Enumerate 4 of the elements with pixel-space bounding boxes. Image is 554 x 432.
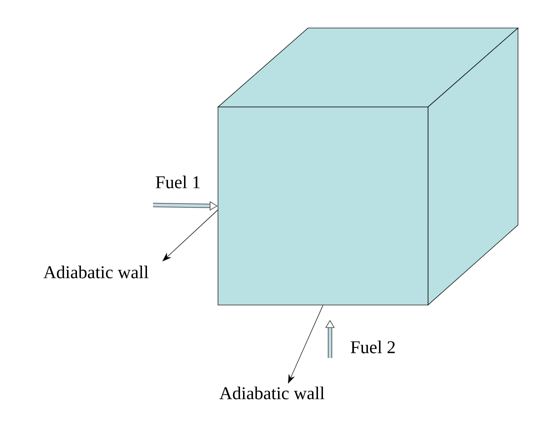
edge-label: Fuel 1 bbox=[156, 176, 200, 188]
wall-label: Adiabatic wall bbox=[43, 266, 148, 278]
edge-label: Fuel 2 bbox=[350, 340, 395, 354]
wall-label: Adiabatic wall bbox=[219, 386, 324, 400]
